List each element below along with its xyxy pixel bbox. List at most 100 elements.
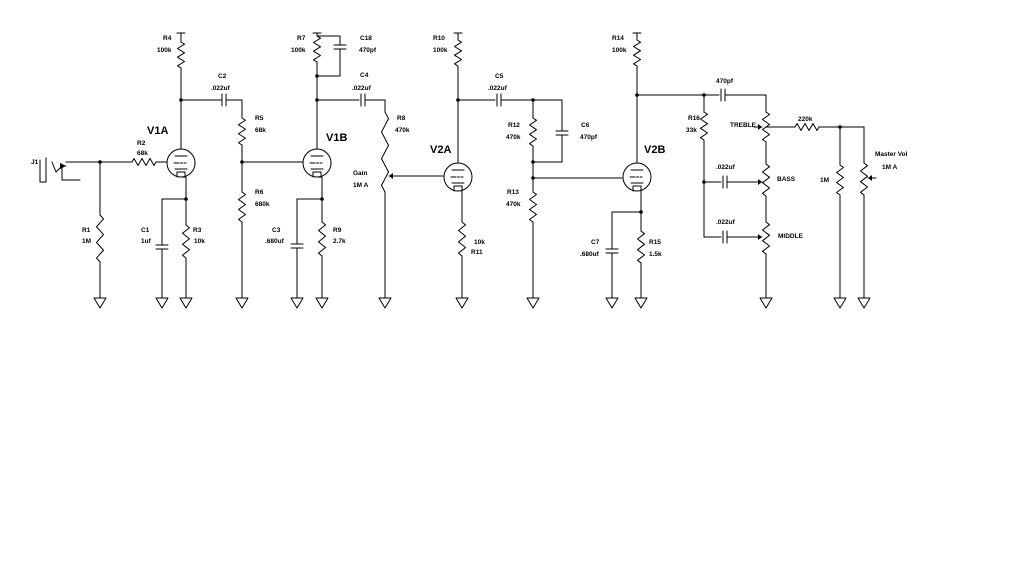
gain-pot-value: 1M A — [353, 182, 369, 189]
treble-cap-value: 470pf — [716, 78, 734, 85]
r6-label: R6 — [255, 189, 264, 196]
r12-label: R12 — [508, 122, 520, 129]
ground-symbol — [857, 297, 871, 309]
r12-resistor — [529, 117, 537, 147]
wire — [180, 176, 187, 200]
r8-label: R8 — [397, 115, 406, 122]
c6-label: C6 — [581, 122, 590, 129]
c4-label: C4 — [360, 72, 369, 79]
r1-value: 1M — [82, 238, 91, 245]
c7-label: C7 — [591, 239, 600, 246]
ground-symbol — [155, 297, 169, 309]
r5-resistor — [238, 117, 246, 146]
master-vol-label: Master Vol — [875, 151, 908, 158]
wire — [316, 35, 341, 46]
r6-value: 680k — [255, 201, 270, 208]
c2-label: C2 — [218, 73, 227, 80]
series-resistor — [794, 123, 820, 131]
ground-symbol — [315, 297, 329, 309]
r3-label: R3 — [193, 227, 202, 234]
r13-resistor — [529, 191, 537, 223]
r2-value: 68k — [137, 150, 148, 157]
r10-resistor — [454, 39, 462, 67]
r4-value: 100k — [157, 47, 172, 54]
wire — [316, 48, 341, 77]
r3-resistor — [182, 224, 190, 259]
ground-symbol — [605, 297, 619, 309]
c7-value: .680uf — [580, 251, 600, 258]
c18-value: 470pf — [359, 47, 377, 54]
input-jack — [39, 159, 47, 183]
r15-label: R15 — [649, 239, 661, 246]
r1-resistor — [96, 214, 104, 263]
r14-resistor — [633, 39, 641, 67]
gain-pot-label: Gain — [353, 170, 367, 177]
c3-value: .680uf — [265, 238, 285, 245]
r14-label: R14 — [612, 35, 624, 42]
input-jack-tip — [60, 163, 66, 169]
wire — [364, 99, 386, 113]
tube-v2a-heater — [453, 185, 463, 192]
c6-value: 470pf — [580, 134, 598, 141]
c4-value: .022uf — [352, 85, 372, 92]
bass-pot-label: BASS — [777, 176, 796, 183]
r2-resistor — [131, 158, 157, 166]
ground-symbol — [526, 297, 540, 309]
r11-label: R11 — [471, 249, 483, 256]
ground-symbol — [833, 297, 847, 309]
ground-symbol — [93, 297, 107, 309]
r7-value: 100k — [291, 47, 306, 54]
r16-resistor — [700, 111, 708, 141]
shunt-resistor-value: 1M — [820, 177, 829, 184]
r4-resistor — [177, 41, 185, 69]
ground-symbol — [235, 297, 249, 309]
r7-label: R7 — [297, 35, 306, 42]
tube-label-v1b: V1B — [326, 132, 347, 144]
ground-symbol — [455, 297, 469, 309]
r13-value: 470k — [506, 201, 521, 208]
ground-symbol — [290, 297, 304, 309]
tube-label-v2a: V2A — [430, 144, 451, 156]
wire — [724, 94, 767, 113]
c1-value: 1uf — [141, 238, 152, 245]
r10-label: R10 — [433, 35, 445, 42]
r13-label: R13 — [507, 189, 519, 196]
middle-pot-label: MIDDLE — [778, 233, 804, 240]
series-resistor-value: 220k — [798, 116, 813, 123]
c5-label: C5 — [495, 73, 504, 80]
bass-pot — [762, 163, 770, 197]
middle-pot-wiper-arrow — [758, 234, 762, 240]
r16-label: R16 — [688, 115, 700, 122]
wire — [532, 99, 563, 132]
r14-value: 100k — [612, 47, 627, 54]
c18-label: C18 — [360, 35, 372, 42]
r3-value: 10k — [194, 238, 205, 245]
r4-label: R4 — [163, 35, 172, 42]
r5-value: 68k — [255, 127, 266, 134]
r16-value: 33k — [686, 127, 697, 134]
c2-value: .022uf — [211, 85, 231, 92]
c1-label: C1 — [141, 227, 150, 234]
r15-resistor — [637, 230, 645, 264]
tube-label-v1a: V1A — [147, 125, 168, 137]
bass-pot-wiper-arrow — [758, 179, 762, 185]
ground-symbol — [634, 297, 648, 309]
r15-value: 1.5k — [649, 251, 662, 258]
master-vol-pot — [860, 162, 868, 196]
shunt-resistor — [836, 164, 844, 196]
master-vol-pot-wiper-arrow — [868, 175, 872, 181]
c5-value: .022uf — [488, 85, 508, 92]
r7-resistor — [313, 35, 321, 63]
tube-label-v2b: V2B — [644, 144, 665, 156]
ground-symbol — [179, 297, 193, 309]
r9-value: 2.7k — [333, 238, 346, 245]
gain-pot — [381, 111, 389, 193]
r11-value: 10k — [474, 239, 485, 246]
wire — [316, 176, 323, 200]
r9-resistor — [318, 221, 326, 257]
input-jack — [61, 165, 81, 181]
r1-label: R1 — [82, 227, 91, 234]
middle-pot — [762, 221, 770, 255]
r11-resistor — [458, 221, 466, 257]
